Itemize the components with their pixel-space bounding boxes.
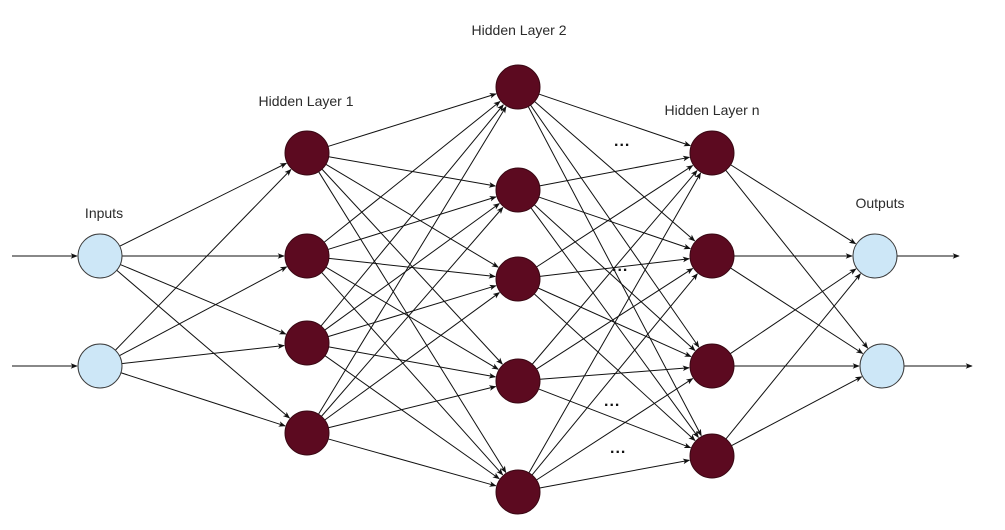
edge-inputs-1-to-hidden1-0 bbox=[114, 168, 292, 351]
node-hidden2-2 bbox=[495, 167, 541, 213]
node-hidden2-3 bbox=[495, 256, 541, 302]
edge-hiddenN-1-to-outputs-1 bbox=[730, 267, 864, 354]
node-hidden2-1 bbox=[495, 64, 541, 110]
edge-hidden2-2-to-hiddenN-3 bbox=[533, 293, 696, 441]
edge-hidden1-0-to-hidden2-0 bbox=[327, 93, 497, 147]
edge-inputs-0-to-hidden1-3 bbox=[116, 269, 291, 419]
edge-hidden2-4-to-hiddenN-3 bbox=[539, 458, 691, 489]
edge-hidden2-1-to-hiddenN-2 bbox=[533, 204, 696, 352]
edge-hidden2-1-to-hiddenN-1 bbox=[538, 196, 691, 250]
edge-hidden2-4-to-hiddenN-1 bbox=[531, 273, 698, 476]
edge-hidden1-3-to-hidden2-1 bbox=[321, 206, 504, 417]
edge-hidden2-4-to-hiddenN-0 bbox=[528, 172, 702, 474]
edge-hidden1-1-to-hidden2-1 bbox=[327, 196, 497, 250]
edge-hidden1-2-to-hidden2-4 bbox=[324, 355, 500, 480]
edge-hidden1-2-to-hidden2-2 bbox=[327, 284, 497, 338]
node-hiddenN-3 bbox=[689, 343, 735, 389]
layer-label-hidden-n: Hidden Layer n bbox=[664, 102, 760, 118]
edge-hidden2-3-to-hiddenN-1 bbox=[536, 268, 694, 370]
node-hidden1-2 bbox=[284, 233, 330, 279]
ellipsis-1: ... bbox=[614, 133, 631, 150]
layer-label-hidden-2: Hidden Layer 2 bbox=[471, 22, 567, 38]
edge-inputs-1-to-hidden1-3 bbox=[120, 372, 286, 427]
node-outputs-1 bbox=[852, 233, 898, 279]
edge-hidden2-2-to-hiddenN-0 bbox=[536, 165, 694, 268]
edge-hidden1-1-to-hidden2-3 bbox=[325, 266, 499, 370]
edge-hidden2-4-to-hiddenN-2 bbox=[536, 378, 694, 481]
node-inputs-2 bbox=[77, 343, 123, 389]
node-hidden2-5 bbox=[495, 469, 541, 515]
edge-hidden1-3-to-hidden2-4 bbox=[328, 438, 497, 487]
ellipsis-4: ... bbox=[610, 440, 627, 457]
edge-hidden1-0-to-hidden2-4 bbox=[318, 171, 507, 474]
edge-hidden2-0-to-hiddenN-0 bbox=[538, 93, 691, 147]
node-hidden2-4 bbox=[495, 358, 541, 404]
edge-hiddenN-0-to-outputs-1 bbox=[725, 169, 869, 349]
edge-inputs-1-to-hidden1-2 bbox=[121, 343, 285, 365]
layer-label-inputs: Inputs bbox=[84, 205, 124, 221]
edge-hidden2-3-to-hiddenN-3 bbox=[538, 388, 692, 449]
edges bbox=[12, 93, 973, 489]
edge-hidden1-3-to-hidden2-3 bbox=[328, 385, 497, 429]
edge-hidden2-1-to-hiddenN-0 bbox=[539, 155, 691, 187]
edge-hidden1-2-to-hidden2-1 bbox=[324, 203, 500, 331]
node-outputs-2 bbox=[859, 343, 905, 389]
edge-hidden2-3-to-hiddenN-2 bbox=[539, 365, 690, 380]
edge-hidden2-3-to-hiddenN-0 bbox=[531, 169, 698, 365]
edge-hidden1-3-to-hidden2-0 bbox=[318, 106, 507, 415]
edge-hidden1-1-to-hidden2-4 bbox=[321, 272, 504, 476]
edge-hiddenN-3-to-outputs-0 bbox=[725, 273, 861, 440]
edge-hidden2-0-to-hiddenN-3 bbox=[527, 106, 702, 437]
node-hidden1-1 bbox=[284, 130, 330, 176]
edge-hiddenN-2-to-outputs-0 bbox=[729, 268, 857, 355]
edge-hidden1-3-to-hidden2-2 bbox=[324, 292, 500, 421]
edge-hidden1-2-to-hidden2-0 bbox=[320, 104, 504, 327]
node-hiddenN-1 bbox=[689, 130, 735, 176]
ellipsis-2: ... bbox=[612, 258, 629, 275]
layer-label-outputs: Outputs bbox=[855, 195, 905, 211]
edge-inputs-0-to-hidden1-0 bbox=[119, 162, 288, 247]
edge-inputs-0-to-hidden1-2 bbox=[120, 264, 287, 335]
edge-hiddenN-3-to-outputs-1 bbox=[731, 376, 863, 447]
nodes bbox=[77, 64, 905, 515]
node-hidden1-3 bbox=[284, 320, 330, 366]
ellipsis-3: ... bbox=[604, 393, 621, 410]
edge-inputs-1-to-hidden1-1 bbox=[119, 266, 288, 357]
edge-hidden1-2-to-hidden2-3 bbox=[328, 346, 497, 379]
node-hidden1-4 bbox=[284, 410, 330, 456]
layer-label-hidden-1: Hidden Layer 1 bbox=[258, 93, 354, 109]
node-hiddenN-2 bbox=[689, 233, 735, 279]
edge-hiddenN-0-to-outputs-0 bbox=[730, 164, 857, 245]
node-inputs-1 bbox=[77, 233, 123, 279]
node-hiddenN-4 bbox=[689, 433, 735, 479]
edge-hidden1-1-to-hidden2-0 bbox=[323, 100, 501, 243]
